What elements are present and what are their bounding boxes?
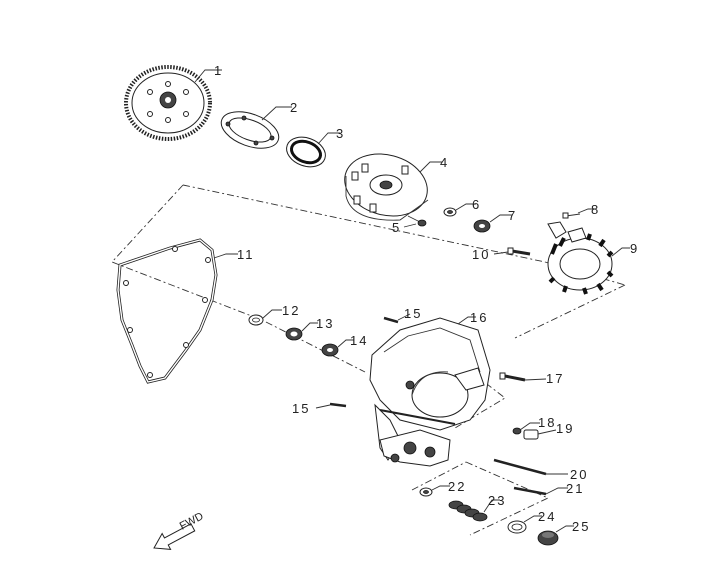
part-bolt-10 [507, 247, 531, 256]
part-stator [547, 221, 614, 295]
callout-16: 16 [470, 310, 488, 325]
part-cap-25 [537, 530, 559, 546]
callout-18: 18 [538, 415, 556, 430]
part-rotor [344, 153, 429, 221]
part-o-ring-12 [248, 314, 264, 326]
callout-labels: 1 2 3 4 5 6 7 8 9 10 11 12 13 14 15 16 1… [214, 63, 639, 534]
callout-2: 2 [290, 100, 299, 115]
part-cover [369, 317, 491, 467]
callout-17: 17 [546, 371, 564, 386]
part-bolt-20 [493, 458, 547, 476]
callout-21: 21 [566, 481, 584, 496]
callout-7: 7 [508, 208, 517, 223]
part-spring-23 [448, 500, 488, 522]
part-bolt-21 [513, 486, 547, 496]
part-plate [220, 111, 280, 149]
part-nut-7 [473, 219, 491, 233]
callout-13: 13 [316, 316, 334, 331]
part-dowel-15-lower [329, 402, 347, 408]
part-seal-13 [285, 327, 303, 341]
callout-9: 9 [630, 241, 639, 256]
assembly-guide-lines [111, 184, 626, 536]
callout-23: 23 [488, 493, 506, 508]
part-gasket [116, 238, 218, 384]
callout-12: 12 [282, 303, 300, 318]
part-ring-gear [124, 65, 212, 141]
part-o-ring-24 [507, 520, 527, 534]
part-19 [523, 429, 539, 440]
callout-3: 3 [336, 126, 345, 141]
callout-5: 5 [392, 220, 401, 235]
part-bearing-ring [286, 136, 326, 168]
part-bolt-17 [499, 372, 526, 382]
callout-10: 10 [472, 247, 490, 262]
callout-22: 22 [448, 479, 466, 494]
callout-4: 4 [440, 155, 449, 170]
part-screw-8 [562, 212, 581, 219]
callout-15-lower: 15 [292, 401, 310, 416]
callout-11: 11 [237, 247, 255, 262]
forward-arrow-icon [153, 523, 196, 550]
callout-6: 6 [472, 197, 481, 212]
callout-19: 19 [556, 421, 574, 436]
callout-24: 24 [538, 509, 556, 524]
callout-25: 25 [572, 519, 590, 534]
part-dowel-15-top [383, 316, 399, 324]
callout-14: 14 [350, 333, 368, 348]
part-18 [512, 427, 522, 435]
callout-20: 20 [570, 467, 588, 482]
callout-1: 1 [214, 63, 223, 78]
part-washer-6 [443, 207, 457, 217]
part-bolt-5 [407, 215, 427, 227]
callout-8: 8 [591, 202, 600, 217]
part-washer-22 [419, 487, 433, 497]
callout-15-top: 15 [404, 306, 422, 321]
callout-leader-lines [194, 69, 630, 533]
part-bearing-14 [321, 343, 339, 357]
